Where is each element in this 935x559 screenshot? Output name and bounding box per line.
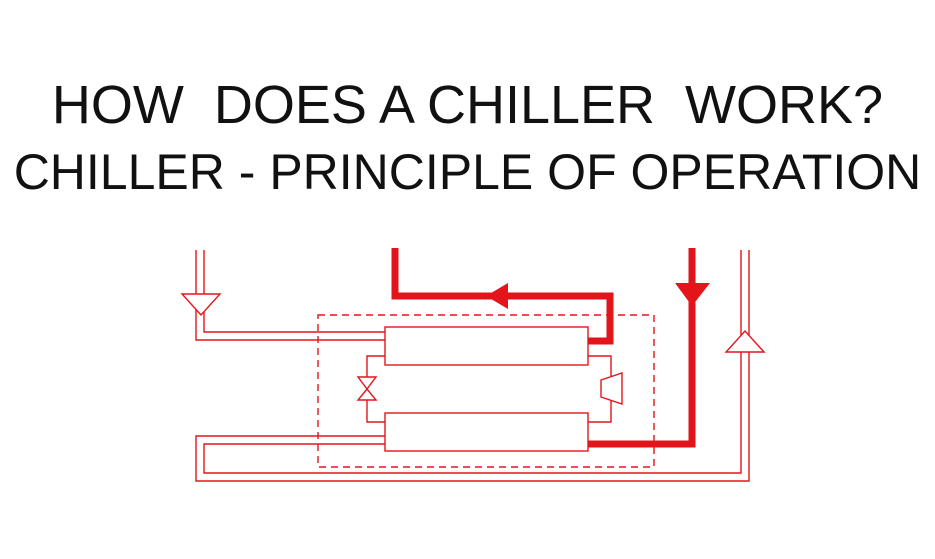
arrow-down-icon [675, 283, 710, 306]
chilled-supply-pipe [588, 248, 696, 448]
hot-water-pipe [391, 248, 614, 345]
chilled-water-pipe [195, 250, 750, 482]
expansion-valve-icon [356, 376, 378, 391]
compressor-icon [600, 372, 623, 405]
arrow-left-icon [486, 283, 508, 309]
title-line-2: CHILLER - PRINCIPLE OF OPERATION [13, 144, 922, 200]
condenser-water-pipe [195, 250, 385, 341]
flow-arrow-up-icon [724, 329, 766, 353]
evaporator [384, 412, 589, 452]
chiller-enclosure [317, 314, 655, 468]
title-line-1: HOW DOES A CHILLER WORK? [51, 75, 884, 135]
flow-arrow-down-icon [180, 293, 222, 317]
condenser [384, 326, 589, 366]
